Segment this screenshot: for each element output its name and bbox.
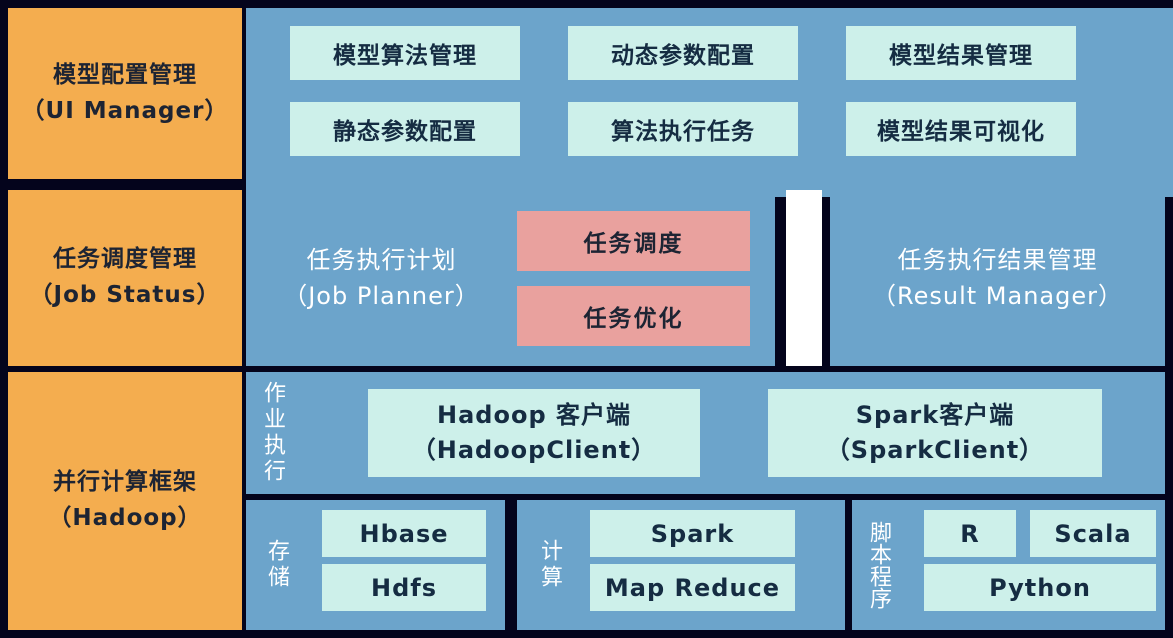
band-model-config: 模型配置管理 （UI Manager） 模型算法管理 动态参数配置 模型结果管理… <box>8 8 1173 197</box>
hadoop-framework-title-en: （Hadoop） <box>48 505 202 531</box>
script-panel: 脚本程序 R Scala Python <box>852 500 1165 630</box>
storage-label: 存储 <box>264 539 289 591</box>
job-execution-label: 作业执行 <box>260 381 285 485</box>
hadoop-framework-title-cn: 并行计算框架 <box>53 469 197 496</box>
storage-boxes: Hbase Hdfs <box>322 510 486 611</box>
scala-box: Scala <box>1030 510 1156 557</box>
result-manager-label-cn: 任务执行结果管理 <box>897 246 1098 274</box>
storage-panel: 存储 Hbase Hdfs <box>246 500 505 630</box>
hdfs-box: Hdfs <box>322 564 486 611</box>
mapreduce-box: Map Reduce <box>590 564 795 611</box>
job-planner-label-cn: 任务执行计划 <box>306 246 457 274</box>
model-algorithm-mgmt-box: 模型算法管理 <box>290 26 520 80</box>
model-config-title-en: （UI Manager） <box>21 97 229 124</box>
hadoop-client-en: （HadoopClient） <box>411 436 657 464</box>
job-scheduling-title-en: （Job Status） <box>29 282 221 308</box>
compute-boxes: Spark Map Reduce <box>590 510 795 611</box>
script-row-1: R Scala <box>924 510 1156 557</box>
result-manager-label-en: （Result Manager） <box>872 282 1123 310</box>
script-row-2: Python <box>924 564 1156 611</box>
model-result-mgmt-box: 模型结果管理 <box>846 26 1076 80</box>
model-config-panel: 模型算法管理 动态参数配置 模型结果管理 静态参数配置 算法执行任务 模型结果可… <box>246 8 1173 197</box>
job-planner-subboxes: 任务调度 任务优化 <box>517 190 750 366</box>
white-divider-bar <box>786 190 822 366</box>
job-execution-panel: 作业执行 Hadoop 客户端 （HadoopClient） Spark客户端 … <box>246 372 1165 494</box>
r-box: R <box>924 510 1016 557</box>
result-manager-panel: 任务执行结果管理 （Result Manager） <box>830 190 1165 366</box>
job-scheduling-title-cn: 任务调度管理 <box>53 246 197 273</box>
algorithm-exec-task-box: 算法执行任务 <box>568 102 798 156</box>
job-planner-label-en: （Job Planner） <box>283 282 480 310</box>
compute-label: 计算 <box>537 539 562 591</box>
task-scheduling-box: 任务调度 <box>517 210 750 271</box>
compute-panel: 计算 Spark Map Reduce <box>517 500 845 630</box>
job-planner-panel: 任务执行计划 （Job Planner） 任务调度 任务优化 <box>246 190 775 366</box>
task-optimization-box: 任务优化 <box>517 285 750 346</box>
band-parallel-computing: 并行计算框架 （Hadoop） 作业执行 Hadoop 客户端 （HadoopC… <box>8 372 1165 630</box>
spark-client-box: Spark客户端 （SparkClient） <box>768 389 1102 477</box>
dynamic-param-config-box: 动态参数配置 <box>568 26 798 80</box>
spark-client-cn: Spark客户端 <box>855 401 1015 430</box>
hbase-box: Hbase <box>322 510 486 557</box>
job-planner-label: 任务执行计划 （Job Planner） <box>246 190 517 366</box>
python-box: Python <box>924 564 1156 611</box>
model-result-visualization-box: 模型结果可视化 <box>846 102 1076 156</box>
band-job-scheduling: 任务调度管理 （Job Status） 任务执行计划 （Job Planner）… <box>8 190 1165 366</box>
spark-client-en: （SparkClient） <box>825 436 1045 464</box>
script-boxes: R Scala Python <box>924 510 1156 611</box>
model-config-title-panel: 模型配置管理 （UI Manager） <box>8 8 242 179</box>
hadoop-client-cn: Hadoop 客户端 <box>437 401 631 430</box>
static-param-config-box: 静态参数配置 <box>290 102 520 156</box>
job-scheduling-title-panel: 任务调度管理 （Job Status） <box>8 190 242 366</box>
spark-box: Spark <box>590 510 795 557</box>
script-label: 脚本程序 <box>866 521 891 609</box>
hadoop-client-box: Hadoop 客户端 （HadoopClient） <box>368 389 700 477</box>
hadoop-framework-title-panel: 并行计算框架 （Hadoop） <box>8 372 242 630</box>
model-config-title-cn: 模型配置管理 <box>53 61 197 88</box>
